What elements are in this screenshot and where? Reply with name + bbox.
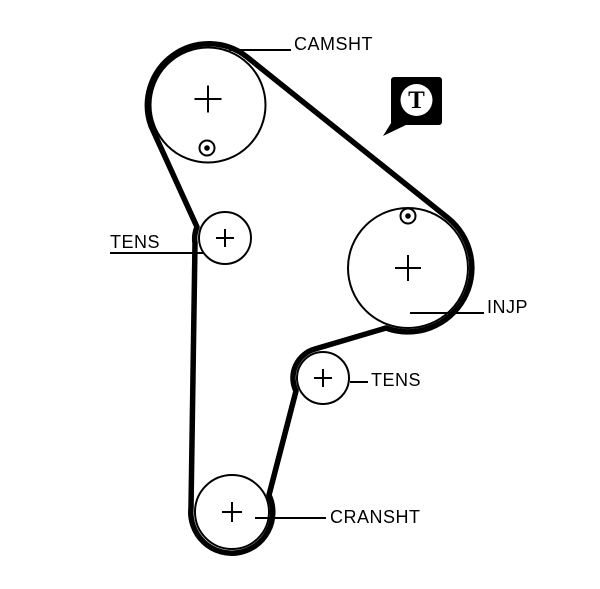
label-tensioner-right: TENS	[371, 370, 421, 390]
camshaft-cross-icon	[194, 85, 222, 113]
t-badge-letter: T	[408, 87, 425, 114]
injection-pump-bolt-dot-icon	[405, 213, 411, 219]
tensioner-right-pulley	[296, 351, 350, 405]
tensioner-left-cross-icon	[216, 229, 234, 247]
crankshaft-cross-icon	[222, 502, 242, 522]
crankshaft-pulley	[194, 474, 270, 550]
injection-pump-pulley	[347, 207, 469, 329]
label-crankshaft: CRANSHT	[330, 507, 421, 527]
t-badge-circle	[400, 84, 433, 116]
camshaft-bolt-dot-icon	[204, 145, 210, 151]
camshaft-pulley	[149, 46, 267, 164]
label-camshaft: CAMSHT	[294, 34, 373, 54]
injection-pump-cross-icon	[395, 255, 421, 281]
label-injection-pump: INJP	[487, 297, 528, 317]
t-badge: T	[383, 77, 442, 136]
timing-belt-path	[144, 41, 475, 556]
label-tensioner-left: TENS	[110, 232, 160, 252]
tensioner-left-pulley	[198, 211, 252, 265]
tensioner-right-cross-icon	[314, 369, 332, 387]
